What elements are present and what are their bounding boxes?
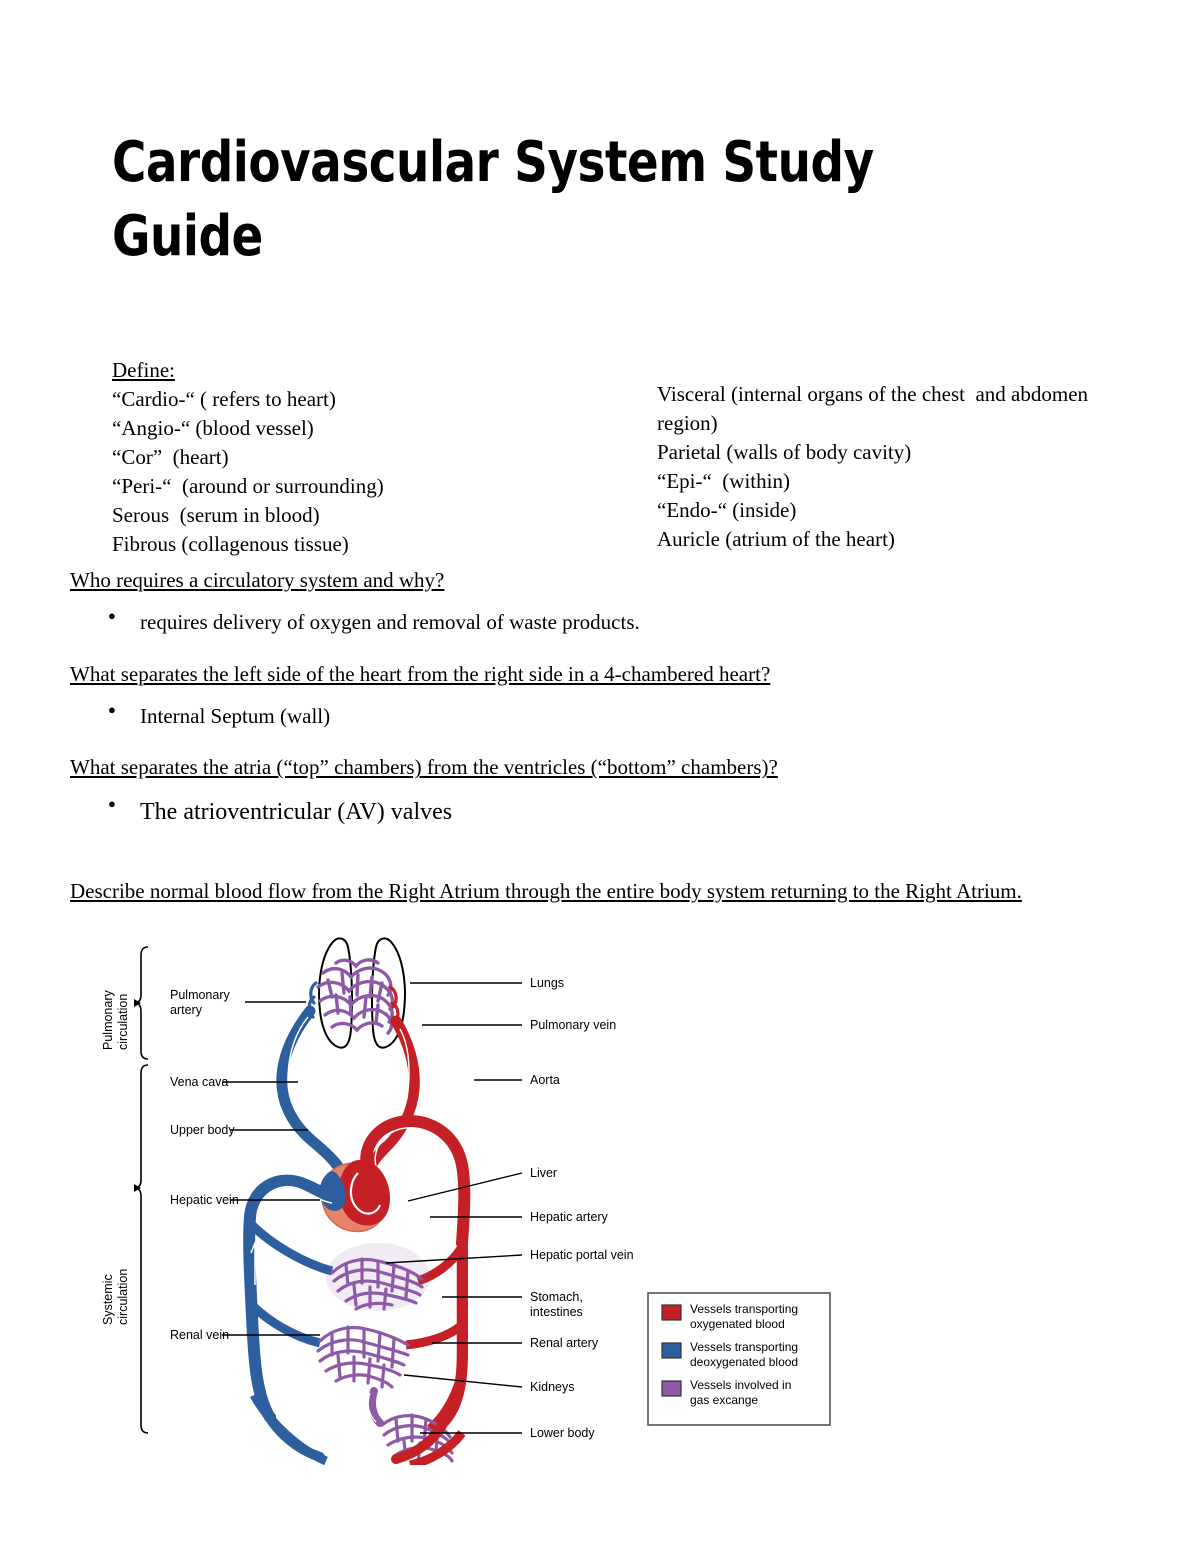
questions-section: Who requires a circulatory system and wh…	[70, 566, 1130, 847]
lower-body-artery	[391, 1416, 449, 1464]
answer-item: requires delivery of oxygen and removal …	[70, 607, 1130, 637]
upper-body-vein	[248, 1221, 334, 1276]
diagram-legend: Vessels transporting oxygenated blood Ve…	[647, 1292, 831, 1426]
lung-capillary-bed	[316, 958, 395, 1035]
definition-item: Serous (serum in blood)	[112, 502, 320, 527]
definitions-heading-label: Define:	[112, 358, 175, 382]
definitions-right-column: Visceral (internal organs of the chest a…	[657, 356, 1107, 559]
diagram-label-renal-artery: Renal artery	[530, 1336, 599, 1350]
circulation-diagram: Pulmonary circulation Systemic circulati…	[70, 925, 860, 1465]
hepatic-portal-vein-highlight	[367, 1392, 377, 1423]
pulmonary-artery-highlight	[287, 1016, 315, 1135]
bracket-arrow-systemic	[134, 1184, 141, 1192]
diagram-label-kidneys: Kidneys	[530, 1380, 574, 1394]
definitions-left-column: Define: “Cardio-“ ( refers to heart) “An…	[112, 356, 657, 559]
question-prompt: Who requires a circulatory system and wh…	[70, 568, 445, 592]
legend-swatch-deoxygenated	[661, 1342, 682, 1359]
definition-item: “Angio-“ (blood vessel)	[112, 415, 314, 440]
pulmonary-artery	[276, 1005, 348, 1179]
lower-body-vein	[261, 1406, 325, 1462]
diagram-label-hepatic-portal-vein: Hepatic portal vein	[530, 1248, 634, 1262]
describe-prompt: Describe normal blood flow from the Righ…	[70, 879, 1022, 903]
bracket-systemic	[133, 1064, 149, 1434]
answer-list: requires delivery of oxygen and removal …	[70, 607, 1130, 637]
vena-cava-highlight	[255, 1186, 333, 1414]
gut-artery	[426, 1371, 467, 1433]
diagram-label-liver: Liver	[530, 1166, 557, 1180]
diagram-label-stomach-intestines: Stomach, intestines	[530, 1290, 586, 1319]
definition-item: “Cardio-“ ( refers to heart)	[112, 386, 336, 411]
hepatic-portal-vein	[368, 1387, 384, 1427]
aorta-highlight	[374, 1127, 457, 1244]
legend-text-deoxygenated: Vessels transporting deoxygenated blood	[690, 1340, 801, 1369]
answer-item: The atrioventricular (AV) valves	[70, 795, 1130, 830]
diagram-label-lower-body: Lower body	[530, 1426, 595, 1440]
definition-item: “Cor” (heart)	[112, 444, 229, 469]
diagram-label-renal-vein: Renal vein	[170, 1328, 229, 1342]
vena-cava	[243, 1174, 342, 1423]
legend-text-oxygenated: Vessels transporting oxygenated blood	[690, 1302, 801, 1331]
definition-item: Parietal (walls of body cavity)	[657, 439, 912, 464]
answer-list: The atrioventricular (AV) valves	[70, 795, 1130, 830]
diagram-label-pulmonary-artery: Pulmonary artery	[170, 988, 233, 1017]
definition-item: Visceral (internal organs of the chest a…	[657, 382, 1094, 435]
leader-lines-right	[385, 982, 523, 1434]
leader-lines-left	[222, 1001, 320, 1336]
capillary-bed-upper-body	[248, 1221, 466, 1311]
legend-text-gas-exchange: Vessels involved in gas excange	[690, 1378, 795, 1407]
definition-item: Fibrous (collagenous tissue)	[112, 531, 349, 556]
capillary-bed-liver	[248, 1301, 465, 1389]
lower-body-loop	[261, 1406, 449, 1464]
question-prompt: What separates the atria (“top” chambers…	[70, 755, 778, 780]
answer-item: Internal Septum (wall)	[70, 701, 1130, 731]
diagram-label-aorta: Aorta	[530, 1073, 560, 1087]
diagram-label-lungs: Lungs	[530, 976, 564, 990]
definition-item: Auricle (atrium of the heart)	[657, 526, 895, 551]
bracket-arrow-pulmonary	[134, 999, 141, 1007]
legend-swatch-oxygenated	[661, 1304, 682, 1321]
bracket-label-systemic: Systemic circulation	[101, 1269, 130, 1325]
heart	[319, 1159, 391, 1233]
diagram-label-pulmonary-vein: Pulmonary vein	[530, 1018, 616, 1032]
diagram-label-vena-cava: Vena cava	[170, 1075, 228, 1089]
bracket-label-pulmonary: Pulmonary circulation	[101, 987, 130, 1050]
hepatic-artery-vessel	[405, 1321, 465, 1350]
definitions-heading: Define:	[112, 356, 657, 385]
hepatic-vein-vessel	[248, 1301, 322, 1348]
definitions-section: Define: “Cardio-“ ( refers to heart) “An…	[112, 356, 1112, 559]
page-title: Cardiovascular System Study Guide	[112, 130, 874, 270]
heart-inner-chamber	[349, 1172, 382, 1215]
definition-item: “Peri-“ (around or surrounding)	[112, 473, 384, 498]
diagram-label-hepatic-vein: Hepatic vein	[170, 1193, 239, 1207]
aortic-arch	[360, 1115, 471, 1249]
diagram-label-upper-body: Upper body	[170, 1123, 235, 1137]
renal-artery-vessel	[408, 1430, 466, 1465]
definition-item: “Endo-“ (inside)	[657, 497, 797, 522]
vena-cava-flow-arrow	[250, 1240, 260, 1285]
question-prompt: What separates the left side of the hear…	[70, 661, 771, 686]
legend-swatch-gas-exchange	[661, 1380, 682, 1397]
definition-item: “Epi-“ (within)	[657, 468, 790, 493]
answer-list: Internal Septum (wall)	[70, 701, 1130, 731]
diagram-label-hepatic-artery: Hepatic artery	[530, 1210, 609, 1224]
